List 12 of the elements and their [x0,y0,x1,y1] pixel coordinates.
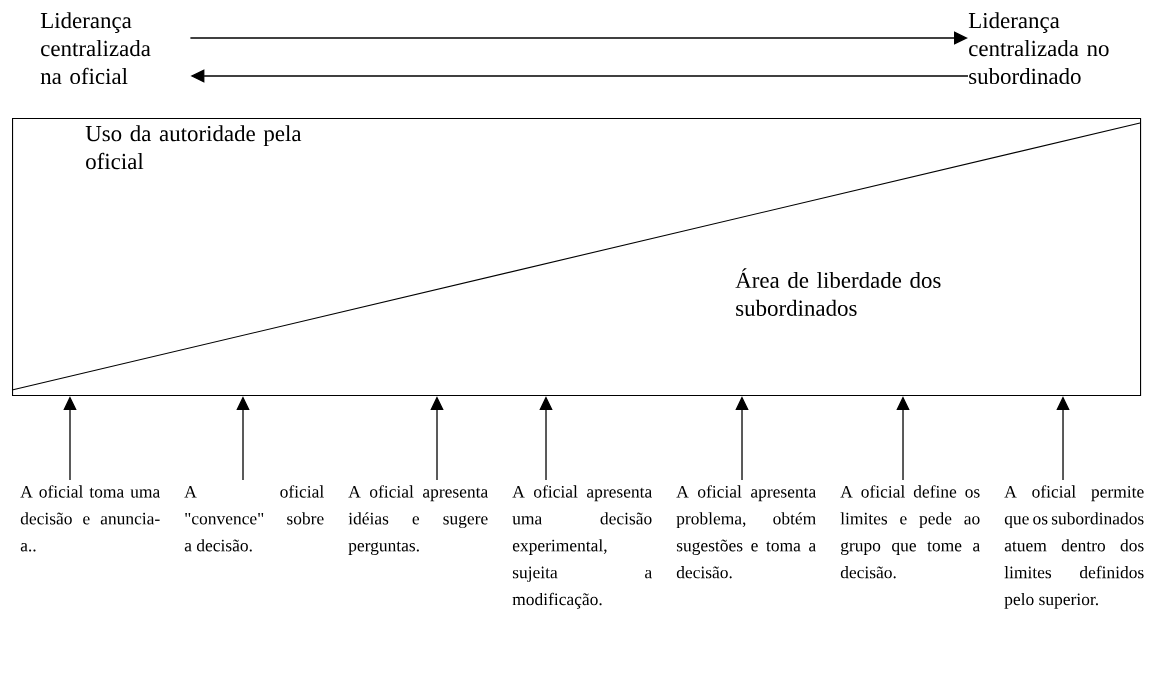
area-label: Área de liberdade dos subordinados [735,268,941,316]
area-label: Uso da autoridade pela oficial [85,125,302,170]
arrow [189,31,968,45]
leadership-label: Liderança centralizada no subordinado [968,12,1109,85]
description-text: A oficial permite que os subordinados atuem dentro dos limites definidos pelo superior. [1004,485,1144,609]
leadership-label: Liderança centralizada na oficial [40,12,151,85]
description-text: A oficial apresenta problema, obtém sugestões e toma a decisão. [676,485,816,579]
description-text: A oficial apresenta idéias e sugere perguntas. [348,485,488,555]
description-text: A oficial toma uma decisão e anuncia-a.. [20,485,160,552]
description-text: A oficial "convence" sobre a decisão. [184,485,324,552]
description-text: A oficial define os limites e pede ao grupo que tome a decisão. [840,485,980,579]
description-text: A oficial apresenta uma decisão experimental, sujeita a modificação. [512,485,652,609]
